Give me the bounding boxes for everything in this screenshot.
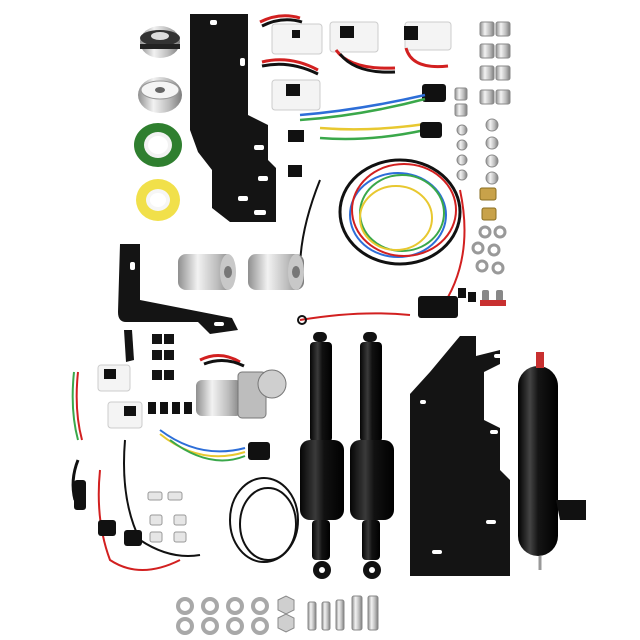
aluminum-spacer-1 bbox=[178, 254, 236, 290]
waterproof-plug-1 bbox=[98, 520, 116, 536]
tee-fittings bbox=[147, 491, 187, 543]
ring-fitting-top bbox=[140, 26, 180, 58]
relay-mid bbox=[261, 58, 321, 111]
air-tank bbox=[518, 352, 586, 570]
relay-top-1 bbox=[259, 14, 323, 55]
mounting-plate-top bbox=[190, 14, 276, 222]
air-shock-right bbox=[350, 332, 394, 579]
toggle-switches bbox=[480, 290, 506, 306]
relay-left-1 bbox=[71, 364, 131, 441]
relay-top-2 bbox=[329, 21, 396, 74]
green-tape-roll bbox=[134, 123, 182, 167]
nuts-bottom bbox=[277, 595, 295, 633]
air-shock-left bbox=[300, 332, 344, 579]
bolts-bottom bbox=[307, 595, 379, 631]
small-brackets bbox=[124, 330, 174, 380]
plug-connector-1 bbox=[288, 130, 304, 142]
inline-connector bbox=[74, 480, 86, 510]
wire-harness-connector bbox=[299, 84, 446, 141]
push-fittings-column bbox=[454, 21, 511, 185]
relay-left-2 bbox=[107, 401, 143, 429]
fuse-holder bbox=[418, 296, 458, 318]
small-plugs bbox=[458, 288, 476, 302]
air-line-coil bbox=[229, 477, 299, 563]
bushing-fitting bbox=[138, 77, 182, 113]
plug-connector-2 bbox=[288, 165, 302, 177]
washers-right bbox=[471, 225, 507, 275]
relay-top-3 bbox=[404, 21, 452, 69]
air-compressor bbox=[196, 354, 287, 419]
brass-fittings bbox=[479, 187, 497, 221]
rubber-mounts bbox=[148, 402, 192, 414]
waterproof-plug-2 bbox=[124, 530, 142, 546]
tank-mounting-plate bbox=[410, 336, 510, 576]
aluminum-spacer-2 bbox=[248, 254, 304, 290]
teflon-tape-roll bbox=[136, 179, 180, 221]
pressure-switch-connector bbox=[248, 442, 270, 460]
l-bracket bbox=[118, 244, 238, 334]
washers-bottom bbox=[176, 597, 269, 635]
